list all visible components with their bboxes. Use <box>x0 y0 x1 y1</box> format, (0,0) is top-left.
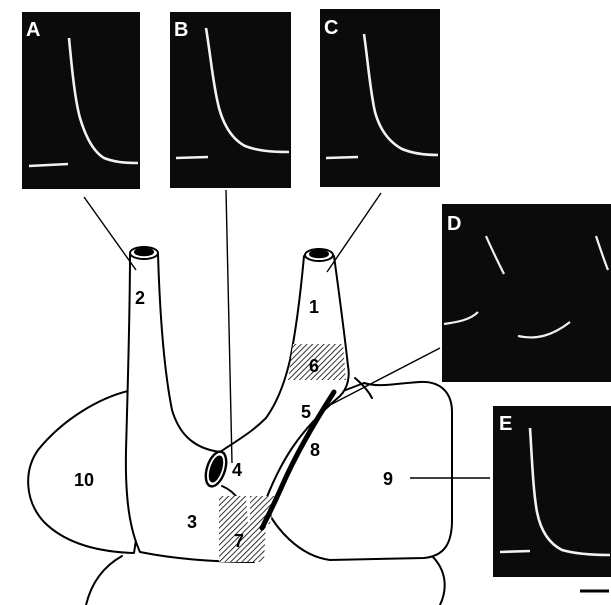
pointer-a <box>84 197 136 270</box>
pointer-b <box>226 190 232 463</box>
region-label-3: 3 <box>187 512 197 532</box>
panel-c-letter: C <box>324 17 338 39</box>
pointer-c <box>327 193 381 272</box>
region-label-1: 1 <box>309 297 319 317</box>
panel-a-letter: A <box>26 19 40 41</box>
panel-c: C <box>320 9 440 187</box>
panel-d-letter: D <box>447 213 461 235</box>
panel-b-letter: B <box>174 19 188 41</box>
panel-e-letter: E <box>499 413 512 435</box>
vessel-1-lumen <box>310 251 328 257</box>
region-label-2: 2 <box>135 288 145 308</box>
region-label-7: 7 <box>234 531 244 551</box>
region-label-6: 6 <box>309 356 319 376</box>
region-label-10: 10 <box>74 470 94 490</box>
region-label-4: 4 <box>232 460 242 480</box>
panel-e: E <box>493 406 611 577</box>
ventricle-outline <box>86 556 445 605</box>
region-label-9: 9 <box>383 469 393 489</box>
panel-d: D <box>442 204 611 382</box>
panel-d-background <box>442 204 611 382</box>
region-label-5: 5 <box>301 402 311 422</box>
panel-b: B <box>170 12 291 188</box>
panel-a: A <box>22 12 140 189</box>
vessel-2-lumen <box>135 249 153 255</box>
region-label-8: 8 <box>310 440 320 460</box>
